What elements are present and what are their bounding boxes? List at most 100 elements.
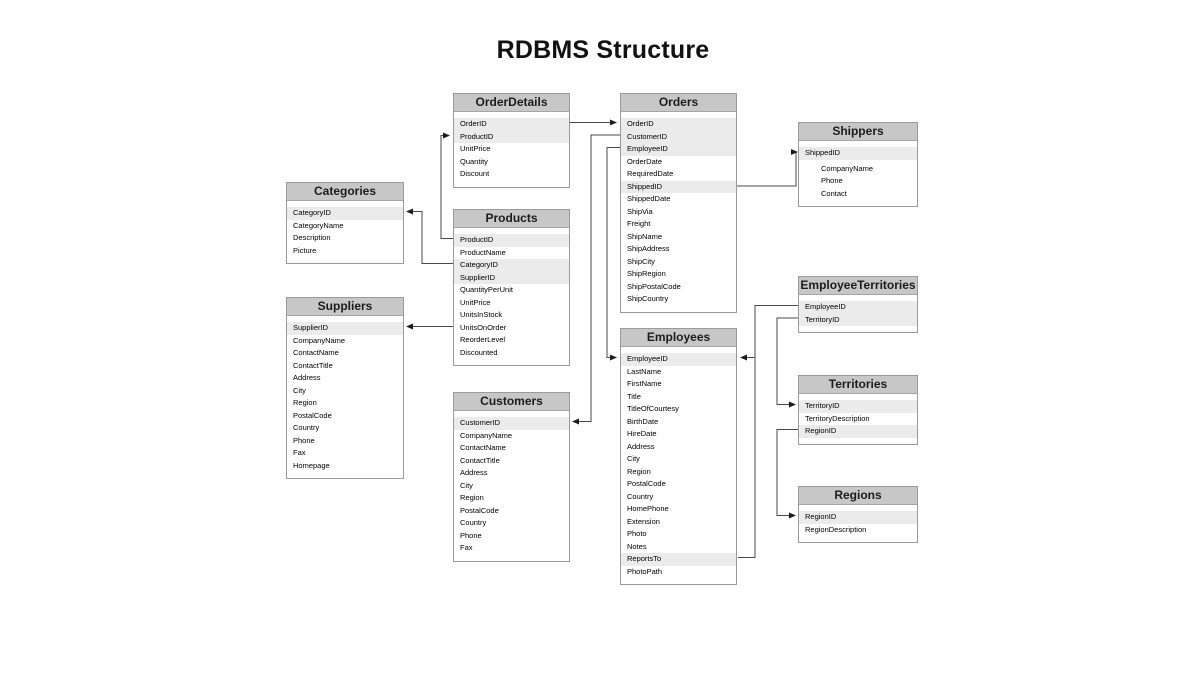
field-orderdetails-orderid: OrderID: [454, 118, 569, 131]
connector-employeeterritories-territories: [776, 317, 798, 408]
field-employees-postalcode: PostalCode: [627, 479, 666, 488]
field-employees-city: City: [627, 454, 640, 463]
field-orders-orderdate: OrderDate: [627, 156, 663, 166]
field-orders-employeeid: EmployeeID: [621, 143, 736, 156]
field-customers-customerid: CustomerID: [454, 417, 569, 430]
table-title-orders: Orders: [621, 94, 736, 112]
connector-employeeterritories-reportsto: [738, 305, 798, 558]
field-suppliers-city: City: [293, 385, 306, 395]
field-suppliers-contacttitle: ContactTitle: [293, 360, 333, 370]
field-products-reorderlevel: ReorderLevel: [460, 335, 506, 344]
table-title-suppliers: Suppliers: [287, 298, 403, 316]
table-title-shippers: Shippers: [799, 123, 917, 141]
table-title-categories: Categories: [287, 183, 403, 201]
field-customers-address: Address: [460, 468, 488, 477]
connector-orders-employees: [606, 147, 620, 361]
table-title-employees: Employees: [621, 329, 736, 347]
field-orders-shipregion: ShipRegion: [627, 269, 666, 278]
field-shippers-contact: Contact: [821, 188, 847, 198]
field-suppliers-fax: Fax: [293, 448, 306, 457]
field-employees-reportsto: ReportsTo: [621, 553, 736, 566]
field-employeeterritories-territoryid: TerritoryID: [799, 313, 917, 326]
field-territories-regionid: RegionID: [799, 425, 917, 438]
field-employees-address: Address: [627, 441, 655, 451]
field-products-categoryid: CategoryID: [454, 259, 569, 272]
field-territories-territoryid: TerritoryID: [799, 400, 917, 413]
field-employees-homephone: HomePhone: [627, 504, 669, 513]
field-products-productname: ProductName: [460, 247, 506, 257]
field-orders-shipcity: ShipCity: [627, 256, 655, 266]
field-products-productid: ProductID: [454, 234, 569, 247]
connector-products-categories: [406, 208, 453, 264]
field-employees-region: Region: [627, 466, 651, 476]
field-suppliers-country: Country: [293, 423, 320, 432]
field-shippers-phone: Phone: [821, 176, 843, 185]
field-employees-employeeid: EmployeeID: [621, 353, 736, 366]
field-customers-region: Region: [460, 493, 484, 502]
table-title-employeeterritories: EmployeeTerritories: [799, 277, 917, 295]
table-title-regions: Regions: [799, 487, 917, 505]
field-employees-notes: Notes: [627, 541, 647, 551]
field-orders-customerid: CustomerID: [621, 130, 736, 143]
field-employees-titleofcourtesy: TitleOfCourtesy: [627, 404, 679, 413]
field-customers-country: Country: [460, 518, 487, 527]
connector-territories-regions: [776, 429, 798, 519]
field-employees-birthdate: BirthDate: [627, 416, 659, 426]
field-shippers-shippedid: ShippedID: [799, 147, 917, 160]
connector-orders-shippers: [737, 149, 798, 187]
field-orderdetails-unitprice: UnitPrice: [460, 144, 491, 153]
field-orders-shippostalcode: ShipPostalCode: [627, 281, 681, 291]
field-products-supplierid: SupplierID: [454, 271, 569, 284]
field-orders-shipname: ShipName: [627, 231, 663, 241]
field-customers-companyname: CompanyName: [460, 430, 513, 440]
field-categories-picture: Picture: [293, 245, 317, 255]
page-title: RDBMS Structure: [496, 36, 710, 64]
field-suppliers-supplierid: SupplierID: [287, 322, 403, 335]
field-suppliers-address: Address: [293, 373, 321, 382]
field-products-unitsinstock: UnitsInStock: [460, 310, 503, 319]
field-employees-photopath: PhotoPath: [627, 566, 663, 576]
table-title-products: Products: [454, 210, 569, 228]
field-products-quantityperunit: QuantityPerUnit: [460, 285, 513, 294]
field-employeeterritories-employeeid: EmployeeID: [799, 301, 917, 314]
field-orders-shippeddate: ShippedDate: [627, 194, 671, 203]
field-employees-firstname: FirstName: [627, 379, 662, 388]
field-orders-freight: Freight: [627, 219, 651, 228]
field-suppliers-region: Region: [293, 398, 317, 407]
field-orders-shippedid: ShippedID: [621, 180, 736, 193]
field-products-unitsonorder: UnitsOnOrder: [460, 322, 507, 332]
table-title-territories: Territories: [799, 376, 917, 394]
field-orderdetails-quantity: Quantity: [460, 156, 488, 166]
field-orders-shipaddress: ShipAddress: [627, 244, 670, 253]
field-orders-requireddate: RequiredDate: [627, 169, 674, 178]
field-suppliers-homepage: Homepage: [293, 460, 330, 470]
field-suppliers-phone: Phone: [293, 435, 315, 445]
field-categories-categoryid: CategoryID: [287, 207, 403, 220]
connector-products-orderdetails: [440, 132, 453, 239]
field-suppliers-companyname: CompanyName: [293, 335, 346, 345]
field-employees-title: Title: [627, 391, 641, 401]
field-suppliers-contactname: ContactName: [293, 348, 339, 357]
field-orders-orderid: OrderID: [621, 118, 736, 131]
field-customers-phone: Phone: [460, 530, 482, 540]
table-title-orderdetails: OrderDetails: [454, 94, 569, 112]
field-employees-lastname: LastName: [627, 366, 662, 376]
field-customers-contacttitle: ContactTitle: [460, 455, 500, 465]
